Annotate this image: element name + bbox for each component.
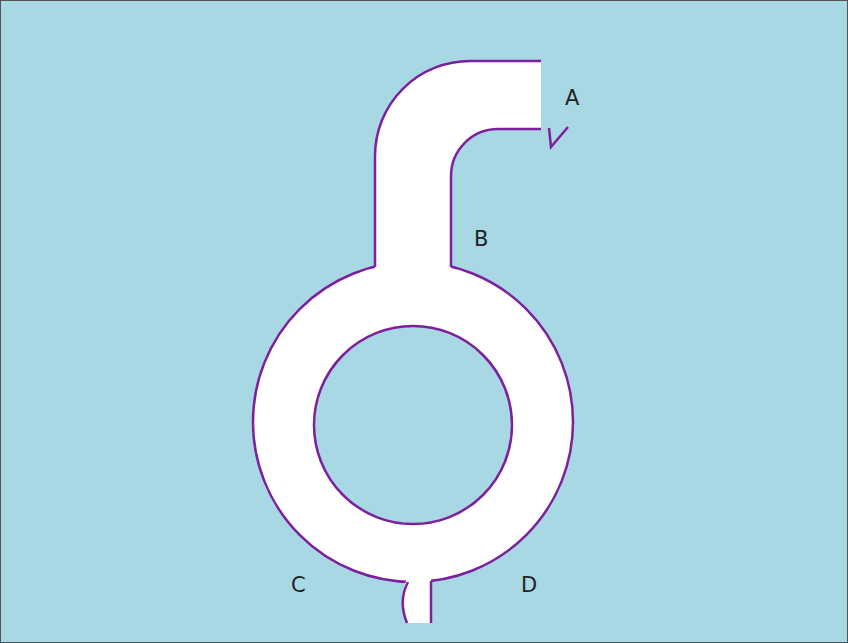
stub-right-wall [430, 581, 433, 623]
pipe-inner-wall [451, 129, 541, 267]
outer-ring [253, 262, 573, 582]
stub-fill [403, 575, 431, 623]
pipe-fill [375, 61, 541, 275]
opening-mark [549, 127, 568, 147]
pipe-outer-wall [375, 61, 541, 267]
inner-hole [314, 326, 512, 524]
stub-left-wall [403, 582, 408, 623]
part-label: B [474, 229, 488, 250]
part-label: C [291, 575, 306, 596]
part-label: A [565, 88, 579, 109]
part-label: D [521, 575, 537, 596]
